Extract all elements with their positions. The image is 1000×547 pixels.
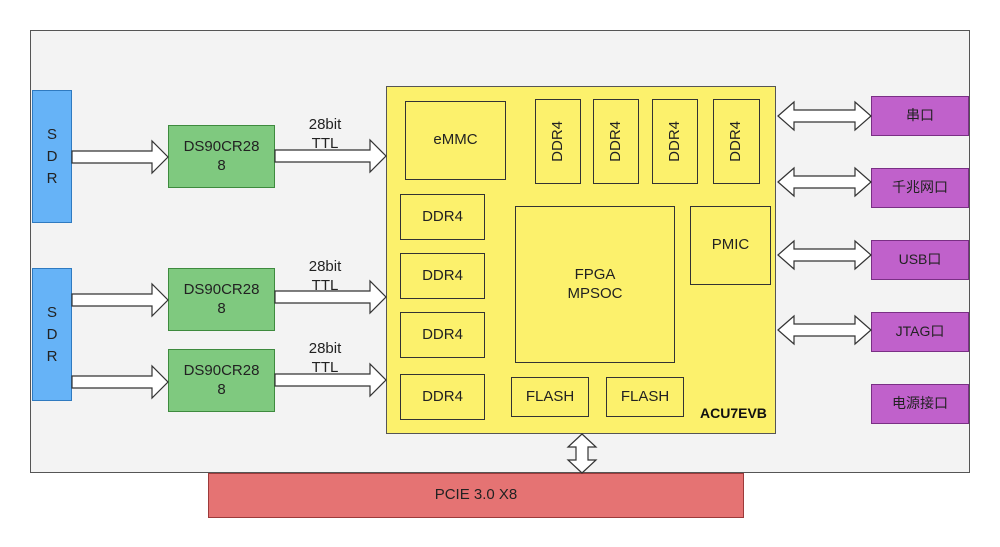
link-width-text: 28bit <box>308 340 342 357</box>
ds90cr288-block-2: DS90CR288 <box>168 268 275 331</box>
link-label-2: 28bit TTL <box>296 257 354 295</box>
ddr4-top-3: DDR4 <box>652 99 698 184</box>
arrow-ds1-to-soc <box>274 138 387 174</box>
port-label: 千兆网口 <box>892 179 948 196</box>
arrow-ds3-to-soc <box>274 362 387 398</box>
flash-chip-1: FLASH <box>511 377 589 417</box>
pmic-label: PMIC <box>711 236 750 254</box>
arrow-soc-serial <box>777 100 872 132</box>
converter-label: DS90CR288 <box>183 361 260 398</box>
ddr4-top-2: DDR4 <box>593 99 639 184</box>
arrow-sdr1-to-ds1 <box>71 139 169 175</box>
arrow-soc-usb <box>777 239 872 271</box>
sdr-label: SDR <box>46 303 58 365</box>
arrow-sdr2-to-ds3 <box>71 364 169 400</box>
ddr4-label: DDR4 <box>422 325 463 343</box>
link-type-text: TTL <box>311 135 339 152</box>
mpsoc-label: MPSOC <box>567 284 623 302</box>
fpga-label: FPGA <box>574 265 616 283</box>
pmic-chip: PMIC <box>690 206 771 285</box>
port-label: 串口 <box>906 107 934 124</box>
flash-label: FLASH <box>525 387 575 405</box>
fpga-mpsoc-chip: FPGA MPSOC <box>515 206 675 363</box>
arrow-soc-pcie <box>566 433 598 474</box>
port-label: USB口 <box>898 251 942 268</box>
arrow-sdr2-to-ds2 <box>71 282 169 318</box>
port-gigabit-ethernet: 千兆网口 <box>871 168 969 208</box>
port-jtag: JTAG口 <box>871 312 969 352</box>
soc-name-label: ACU7EVB <box>700 405 767 421</box>
ds90cr288-block-1: DS90CR288 <box>168 125 275 188</box>
link-type-text: TTL <box>311 359 339 376</box>
ddr4-left-2: DDR4 <box>400 253 485 299</box>
ddr4-left-3: DDR4 <box>400 312 485 358</box>
ds90cr288-block-3: DS90CR288 <box>168 349 275 412</box>
port-label: JTAG口 <box>895 323 945 340</box>
flash-chip-2: FLASH <box>606 377 684 417</box>
link-width-text: 28bit <box>308 258 342 275</box>
converter-label: DS90CR288 <box>183 280 260 317</box>
ddr4-left-4: DDR4 <box>400 374 485 420</box>
sdr-block-1: SDR <box>32 90 72 223</box>
arrow-soc-ethernet <box>777 166 872 198</box>
ddr4-label: DDR4 <box>422 387 463 405</box>
pcie-label: PCIE 3.0 X8 <box>434 486 518 504</box>
pcie-connector: PCIE 3.0 X8 <box>208 473 744 518</box>
link-label-3: 28bit TTL <box>296 339 354 377</box>
link-type-text: TTL <box>311 277 339 294</box>
ddr4-label: DDR4 <box>422 266 463 284</box>
port-serial: 串口 <box>871 96 969 136</box>
sdr-label: SDR <box>46 125 58 187</box>
link-width-text: 28bit <box>308 116 342 133</box>
port-label: 电源接口 <box>892 395 948 412</box>
ddr4-top-4: DDR4 <box>713 99 760 184</box>
emmc-chip: eMMC <box>405 101 506 180</box>
port-usb: USB口 <box>871 240 969 280</box>
emmc-label: eMMC <box>433 131 478 149</box>
ddr4-top-1: DDR4 <box>535 99 581 184</box>
converter-label: DS90CR288 <box>183 137 260 174</box>
sdr-block-2: SDR <box>32 268 72 401</box>
link-label-1: 28bit TTL <box>296 115 354 153</box>
arrow-ds2-to-soc <box>274 279 387 315</box>
ddr4-label: DDR4 <box>422 207 463 225</box>
port-power: 电源接口 <box>871 384 969 424</box>
arrow-soc-jtag <box>777 314 872 346</box>
flash-label: FLASH <box>620 387 670 405</box>
ddr4-left-1: DDR4 <box>400 194 485 240</box>
